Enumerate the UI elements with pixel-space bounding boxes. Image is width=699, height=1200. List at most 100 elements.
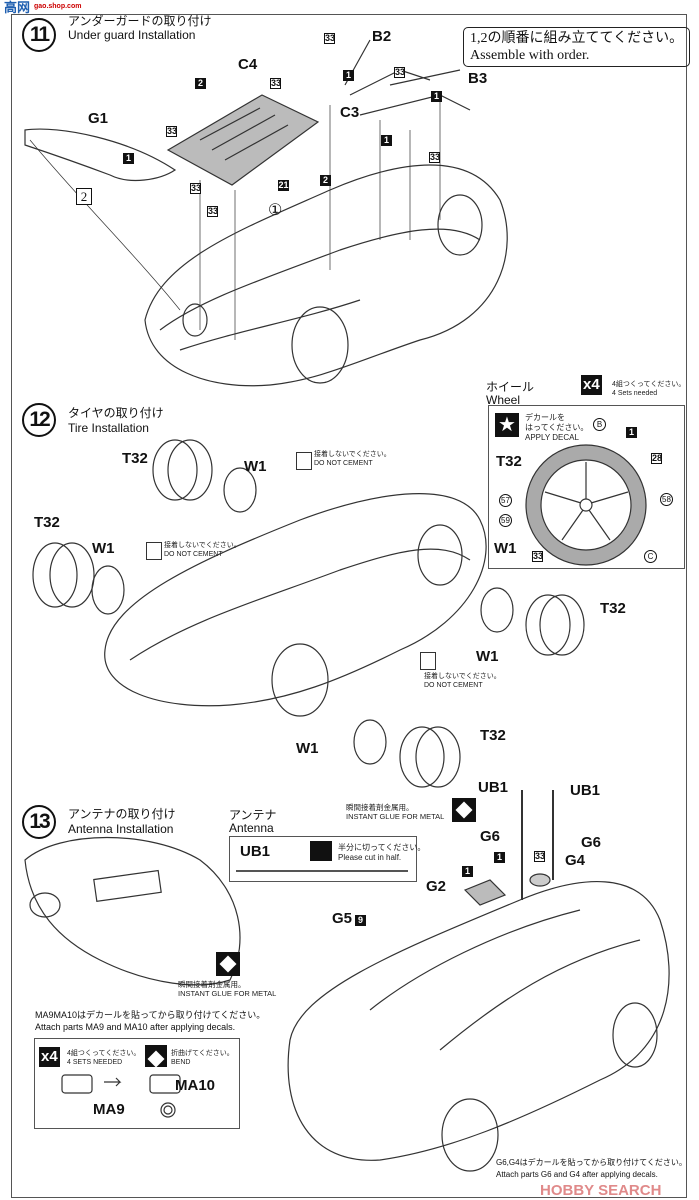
assembly-order-note: 1,2の順番に組み立ててください。 Assemble with order.: [463, 27, 691, 67]
wheel-detail-box: [488, 405, 685, 569]
watermark-url: gao.shop.com: [34, 3, 82, 10]
step-11-title-en: Under guard Installation: [68, 28, 196, 42]
callout-1: 1: [381, 135, 392, 146]
ma-parts-drawing: [61, 1074, 181, 1118]
ma-note-en: Attach parts MA9 and MA10 after applying…: [35, 1022, 236, 1032]
decal-57: 57: [499, 494, 512, 507]
callout-1: 1: [626, 427, 637, 438]
car-underside-step11: [144, 164, 508, 387]
glue-note: 瞬間接着剤金属用。INSTANT GLUE FOR METAL: [346, 803, 445, 821]
callout-33: 33: [190, 183, 202, 194]
cut-note: 半分に切ってください。Please cut in half.: [338, 843, 426, 862]
callout-33: 33: [429, 152, 441, 163]
g-note-jp: G6,G4はデカールを貼ってから取り付けてください。: [496, 1158, 687, 1167]
ma-parts-box: x4 4組つくってください。4 SETS NEEDED 折曲げてください。BEN…: [34, 1038, 240, 1129]
part-w1: W1: [476, 648, 499, 665]
wheel-title-en: Wheel: [486, 393, 521, 407]
part-t32: T32: [34, 514, 60, 531]
callout-33: 33: [207, 206, 219, 217]
part-ma10: MA10: [175, 1077, 216, 1094]
decal-59: 59: [499, 514, 512, 527]
no-cement-note: 接着しないでください。DO NOT CEMENT: [164, 542, 241, 558]
part-g2: G2: [426, 878, 447, 895]
sets-needed-note: 4組つくってください。4 SETS NEEDED: [67, 1050, 141, 1066]
part-t32: T32: [480, 727, 506, 744]
part-c3: C3: [340, 104, 360, 121]
step-12-title-en: Tire Installation: [68, 421, 149, 435]
part-ub1: UB1: [570, 782, 601, 799]
part-b2: B2: [372, 28, 392, 45]
car-body-step13: [287, 790, 670, 1172]
cut-icon: [310, 841, 332, 861]
under-guard-c4: [166, 94, 320, 186]
hobby-search-watermark: HOBBY SEARCH: [540, 1182, 662, 1199]
part-w1: W1: [244, 458, 267, 475]
step-13-number: 13: [22, 805, 56, 839]
page-frame: [11, 14, 687, 1198]
part-b3: B3: [468, 70, 488, 87]
wheel-part-t32: T32: [496, 453, 522, 470]
antenna-box: UB1 半分に切ってください。Please cut in half.: [229, 836, 425, 882]
step-12-title-jp: タイヤの取り付け: [68, 406, 164, 420]
g-note-en: Attach parts G6 and G4 after applying de…: [496, 1170, 658, 1179]
callout-33: 33: [532, 551, 544, 562]
antenna-part-ub1: UB1: [240, 843, 271, 860]
car-underside-step12: [104, 493, 487, 717]
order-2-marker: 2: [76, 188, 92, 205]
callout-1: 1: [462, 866, 473, 877]
callout-9: 9: [355, 915, 366, 926]
order-1-marker: ①: [268, 202, 283, 219]
ma-note-jp: MA9MA10はデカールを貼ってから取り付けてください。: [35, 1010, 266, 1020]
multiplier-badge: x4: [581, 375, 602, 395]
apply-decal-note: デカールをはってください。APPLY DECAL: [525, 413, 589, 442]
front-spoiler-g1: [24, 128, 177, 181]
callout-33: 33: [324, 33, 336, 44]
part-t32: T32: [122, 450, 148, 467]
decal-58: 58: [660, 493, 673, 506]
part-g1: G1: [88, 110, 109, 127]
part-g6: G6: [581, 834, 602, 851]
bend-note: 折曲げてください。BEND: [171, 1050, 234, 1066]
callout-33: 33: [394, 67, 406, 78]
antenna-title-en: Antenna: [229, 821, 274, 835]
callout-1: 1: [494, 852, 505, 863]
brace-parts-c3-b3: [344, 39, 471, 116]
antenna-title-jp: アンテナ: [229, 808, 277, 822]
wheel-part-w1: W1: [494, 540, 517, 557]
step-12-number: 12: [22, 403, 56, 437]
part-w1: W1: [296, 740, 319, 757]
part-g6: G6: [480, 828, 501, 845]
part-ma9: MA9: [93, 1101, 125, 1118]
antenna-rod: [236, 870, 408, 872]
instant-glue-icon: [452, 798, 476, 822]
glue-note: 瞬間接着剤金属用。INSTANT GLUE FOR METAL: [178, 980, 277, 998]
callout-33: 33: [534, 851, 546, 862]
decal-b: B: [593, 418, 606, 431]
part-g4: G4: [565, 852, 586, 869]
multiplier-badge: x4: [39, 1047, 60, 1067]
part-t32: T32: [600, 600, 626, 617]
instant-glue-icon: [216, 952, 240, 976]
bend-icon: [145, 1045, 167, 1068]
callout-21: 21: [278, 180, 289, 191]
star-decal-icon: ★: [495, 413, 519, 437]
callout-2: 2: [320, 175, 331, 186]
step-11-number: 11: [22, 18, 56, 52]
no-cement-icon: [420, 652, 436, 670]
wheel-title-jp: ホイール: [486, 380, 535, 394]
note-en: Assemble with order.: [470, 48, 590, 63]
wheel-detail-drawing: [525, 444, 647, 566]
step-11-title-jp: アンダーガードの取り付け: [68, 14, 212, 28]
step-13-title-en: Antenna Installation: [68, 822, 174, 836]
car-rear-view: [24, 836, 241, 986]
callout-1: 1: [123, 153, 134, 164]
watermark-logo: 高网: [4, 0, 31, 15]
callout-33: 33: [166, 126, 178, 137]
no-cement-note: 接着しないでください。DO NOT CEMENT: [424, 673, 501, 689]
callout-33: 33: [270, 78, 282, 89]
decal-c: C: [644, 550, 657, 563]
part-g5: G5: [332, 910, 353, 927]
no-cement-icon: [296, 452, 312, 470]
guide-lines-step11: [29, 100, 441, 340]
